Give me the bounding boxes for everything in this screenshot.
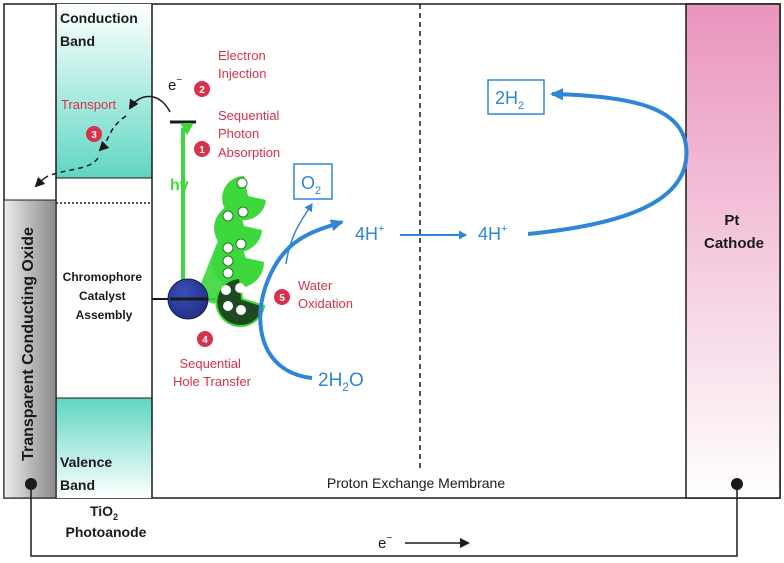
step-2-number: 2 [199,85,205,96]
step-3-number: 3 [91,130,97,141]
conduction-band-label: Conduction Band [60,10,142,49]
water-oxidation-arrow [258,219,344,380]
tco-bar [3,199,57,499]
membrane-label: Proton Exchange Membrane [327,475,505,491]
transport-arrow-1 [98,115,127,152]
o2-box [293,163,333,200]
step-4-number: 4 [202,335,208,346]
o2-label: O2 [301,173,321,197]
photoanode-label: Photoanode [66,524,147,540]
step-5-number: 5 [279,293,285,304]
step-1-label: Sequential Photon Absorption [218,108,283,160]
chromophore-label: Chromophore Catalyst Assembly [63,270,146,322]
external-wire [30,484,738,557]
hydrogen-evolution-arrow [527,88,689,236]
step-3-marker: 3 [86,126,102,142]
cathode-label: Pt Cathode [704,212,764,252]
oxidized-catalyst-group [212,176,266,288]
step-2-marker: 2 [194,81,210,97]
valence-band-region [56,398,152,498]
step-5-marker: 5 [274,289,290,305]
cathode-region [685,3,781,499]
o2-release-arrow [285,203,313,265]
water-label: 2H2O [318,370,364,394]
injection-arrow [128,95,171,113]
step-5-label: Water Oxidation [298,278,353,311]
external-electron-label: e− [378,533,392,552]
step-2-label: Electron Injection [218,48,269,81]
valence-band-label: Valence Band [60,454,116,493]
protons-right-label: 4H+ [478,223,507,244]
h2-label: 2H2 [495,88,524,112]
step-1-number: 1 [199,145,205,156]
catalyst-charges [221,283,246,315]
electron-label: e− [168,75,182,94]
h2-box [487,79,545,115]
step-1-marker: 1 [194,141,210,157]
transport-arrow-3 [34,175,49,188]
protons-left-label: 4H+ [355,223,384,244]
hv-label: hv [170,177,189,194]
transport-arrow-2 [47,157,99,177]
step-3-label: Transport [61,97,117,112]
step-4-marker: 4 [197,331,213,347]
photoanode-tio2-label: TiO2 [90,503,118,522]
tco-label: Transparent Conducting Oxide [20,227,37,461]
step-4-label: Sequential Hole Transfer [173,356,252,389]
conduction-band-region [56,4,152,178]
